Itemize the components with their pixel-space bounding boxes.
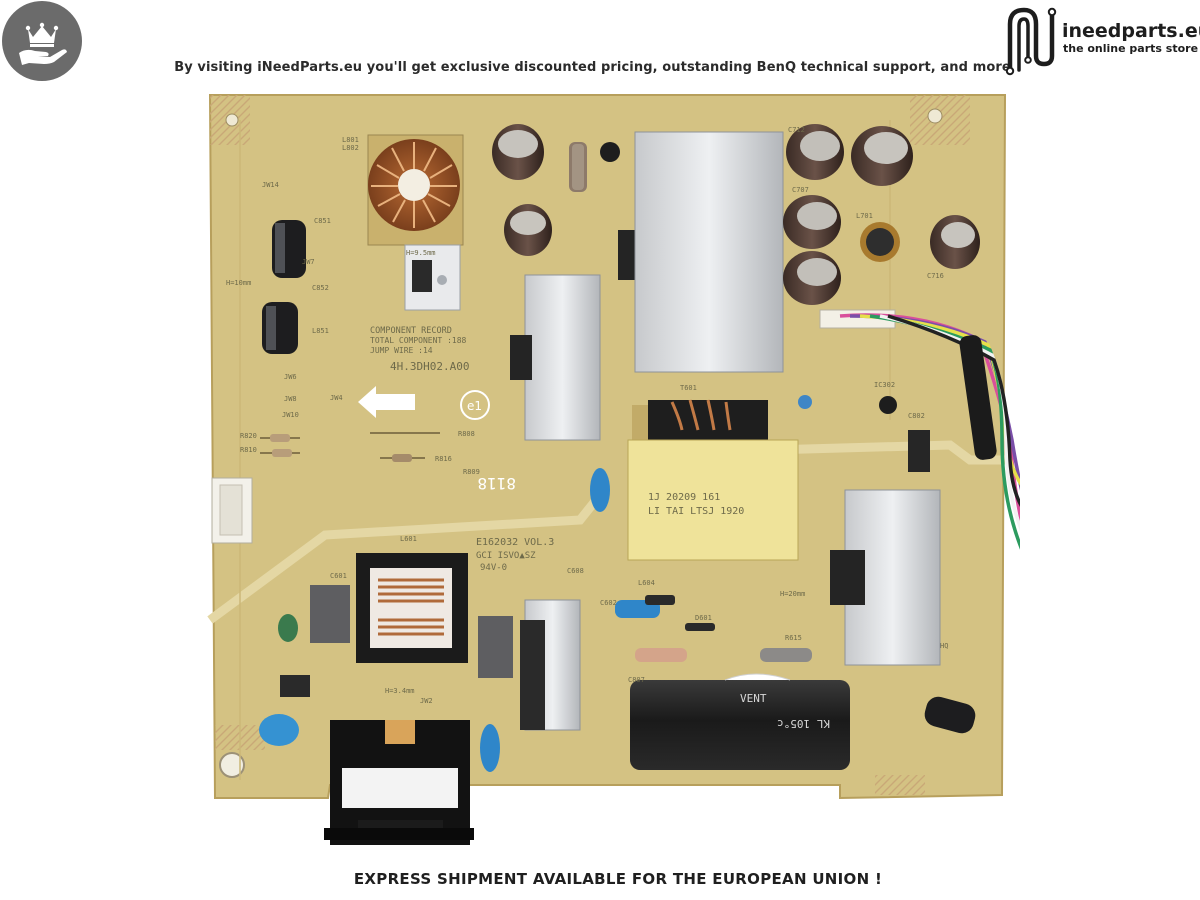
svg-text:JW2: JW2 [420,697,433,705]
component-record-jump: JUMP WIRE :14 [370,346,433,355]
date-code: 8118 [477,474,516,493]
svg-text:JW8: JW8 [284,395,297,403]
promo-tagline: By visiting iNeedParts.eu you'll get exc… [174,60,1011,75]
svg-text:R816: R816 [435,455,452,463]
svg-text:JW6: JW6 [284,373,297,381]
svg-text:L601: L601 [400,535,417,543]
transformer-marking-1: 1J 20209 161 [648,492,720,503]
svg-text:C802: C802 [908,412,925,420]
bulk-capacitor-vent: VENT [740,692,767,705]
transformer-marking-2: LI TAI LTSJ 1920 [648,506,744,517]
express-shipment-note: EXPRESS SHIPMENT AVAILABLE FOR THE EUROP… [353,870,883,888]
svg-text:L851: L851 [312,327,329,335]
bulk-capacitor-rating: KL 105°c [777,717,830,730]
silkscreen-labels: L801 L802 JW14 C851 C852 L851 JW7 JW6 JW… [226,126,948,705]
svg-text:D601: D601 [695,614,712,622]
svg-text:L701: L701 [856,212,873,220]
power-supply-board-photo: 1J 20209 161 LI TAI LTSJ 1920 KL 105°c V [180,80,1041,865]
board-part-number: 4H.3DH02.A00 [390,360,469,373]
crown-on-hand-icon [2,1,82,81]
svg-text:C602: C602 [600,599,617,607]
svg-text:R810: R810 [240,446,257,454]
svg-text:C707: C707 [792,186,809,194]
svg-text:C716: C716 [927,272,944,280]
svg-text:L604: L604 [638,579,655,587]
logo-subtitle: the online parts store [1063,42,1199,55]
svg-text:JW14: JW14 [262,181,279,189]
svg-text:L801: L801 [342,136,359,144]
component-record-total: TOTAL COMPONENT :188 [370,336,467,345]
svg-text:C807: C807 [628,676,645,684]
svg-text:C851: C851 [314,217,331,225]
svg-text:R820: R820 [240,432,257,440]
svg-text:H=20mm: H=20mm [780,590,805,598]
svg-text:JW10: JW10 [282,411,299,419]
svg-text:R809: R809 [463,468,480,476]
svg-text:H=10mm: H=10mm [226,279,251,287]
svg-text:C852: C852 [312,284,329,292]
svg-text:R615: R615 [785,634,802,642]
svg-text:L802: L802 [342,144,359,152]
cert-marking-2: GCI ISVO▲SZ [476,551,536,561]
e1-mark: e1 [467,399,482,413]
svg-text:HQ: HQ [940,642,948,650]
cert-marking-1: E162032 VOL.3 [476,537,554,548]
svg-text:IC302: IC302 [874,381,895,389]
logo-name[interactable]: ineedparts.eu [1062,20,1200,42]
svg-text:R808: R808 [458,430,475,438]
svg-text:C601: C601 [330,572,347,580]
svg-text:JW4: JW4 [330,394,343,402]
svg-text:T601: T601 [680,384,697,392]
cert-marking-3: 94V-0 [480,563,507,573]
component-record-title: COMPONENT RECORD [370,326,452,336]
svg-text:H=3.4mm: H=3.4mm [385,687,415,695]
svg-text:H=9.5mm: H=9.5mm [406,249,436,257]
svg-text:C608: C608 [567,567,584,575]
svg-text:JW7: JW7 [302,258,315,266]
component-record: COMPONENT RECORD TOTAL COMPONENT :188 JU… [370,326,469,373]
circuit-n-logo-icon[interactable] [1002,2,1197,76]
svg-text:C712: C712 [788,126,805,134]
